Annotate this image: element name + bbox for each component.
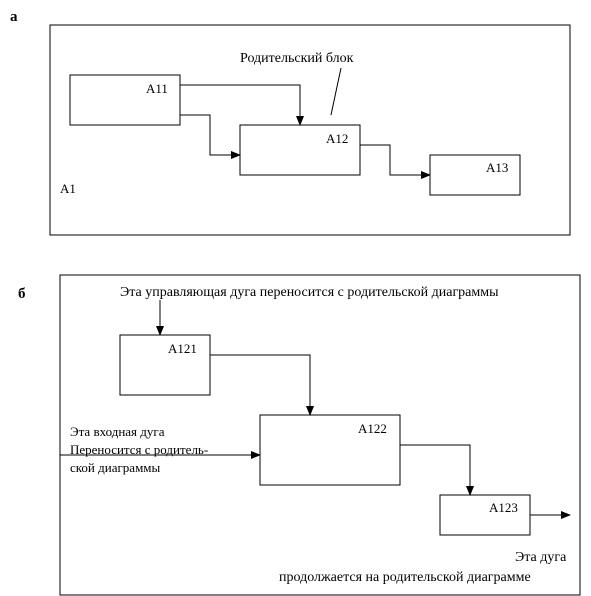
input-arc-label-line-3: ской диаграммы — [70, 460, 161, 475]
input-arc-label-line-2: Переносится с родитель- — [70, 442, 208, 457]
panel-a-frame-label: A1 — [60, 181, 76, 196]
panel-b-frame — [59, 274, 581, 596]
panel-b-letter: б — [18, 286, 26, 302]
control-arc-label: Эта управляющая дуга переносится с родит… — [120, 285, 499, 300]
arrow-a12-to-a13 — [360, 144, 431, 179]
panel-a: а A1 Родительский блок A11 A12 A13 — [10, 9, 571, 236]
output-arc-label-line-1: Эта дуга — [515, 550, 567, 565]
arrow-a122-to-a123 — [400, 444, 474, 496]
parent-block-label: Родительский блок — [240, 51, 354, 66]
block-a11 — [69, 74, 181, 126]
block-a13 — [429, 154, 521, 196]
block-a122 — [259, 414, 401, 486]
arrow-a11-to-a12-control — [180, 84, 304, 126]
input-arc-label-line-1: Эта входная дуга — [70, 424, 165, 439]
block-a13-label: A13 — [486, 160, 508, 175]
panel-a-letter: а — [10, 9, 18, 25]
arrow-a121-to-a122 — [210, 354, 314, 416]
block-a121 — [119, 334, 211, 396]
panel-b: б Эта управляющая дуга переносится с род… — [18, 274, 581, 596]
panel-a-frame — [49, 24, 571, 236]
block-a11-label: A11 — [146, 81, 168, 96]
parent-block-pointer — [330, 67, 342, 116]
block-a121-label: A121 — [168, 341, 197, 356]
arrow-a11-to-a12-input — [180, 114, 241, 159]
block-a12 — [239, 124, 361, 176]
block-a123-label: A123 — [489, 500, 518, 515]
block-a122-label: A122 — [358, 421, 387, 436]
block-a12-label: A12 — [326, 131, 348, 146]
output-arc-label-line-2: продолжается на родительской диаграмме — [279, 570, 531, 585]
